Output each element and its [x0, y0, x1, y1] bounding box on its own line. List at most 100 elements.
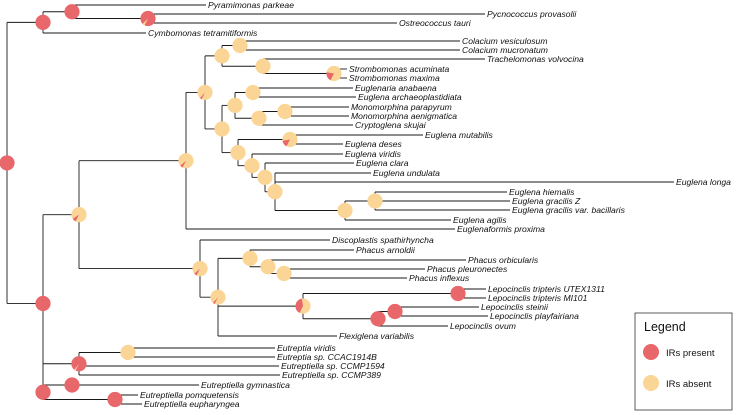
pie-base-phacus_b — [276, 265, 292, 282]
node-pie-root — [0, 155, 15, 171]
taxon-label-colv: Colacium vesiculosum — [462, 36, 548, 46]
node-pie-lepo_tripteris — [450, 285, 466, 302]
node-pie-eutreptiella_a — [35, 384, 51, 400]
pie-slice-strombomonas — [326, 72, 334, 81]
node-pie-colacium — [232, 37, 248, 54]
node-pie-eutreptia — [120, 344, 136, 361]
pie-base-eutreptiella_c — [107, 391, 123, 408]
node-pie-pyc_ost — [140, 10, 156, 27]
node-pie-mono_crypto — [251, 110, 267, 126]
taxon-label-emut: Euglena mutabilis — [425, 130, 494, 140]
pie-base-prasino_inner — [64, 4, 80, 20]
node-pie-phacaceae — [192, 260, 208, 277]
node-pie-phacus_lepo — [210, 289, 226, 305]
taxon-label-eagi: Euglena agilis — [453, 215, 507, 225]
node-pie-euglenaria — [245, 84, 261, 101]
taxon-label-parn: Phacus arnoldii — [356, 245, 416, 255]
node-pie-emut_node — [282, 131, 298, 148]
taxon-label-pyr: Pyramimonas parkeae — [208, 0, 294, 10]
taxon-label-ecla: Euglena clara — [356, 158, 409, 168]
taxon-label-disc: Discoplastis spathirhyncha — [332, 235, 434, 245]
pie-base-euglena_core2 — [257, 169, 273, 185]
taxon-label-ehie: Euglena hiemalis — [509, 187, 575, 197]
node-pie-euglena_core2 — [257, 169, 273, 185]
pie-base-trach_strom — [255, 58, 271, 74]
taxon-label-pple: Phacus pleuronectes — [427, 264, 508, 274]
node-pie-eu_a — [214, 48, 230, 64]
node-pie-euglenaceae — [197, 84, 213, 101]
pie-base-lepo_ovum — [370, 311, 386, 327]
node-pie-phacus_a — [260, 259, 276, 275]
pie-base-gracilis — [367, 193, 383, 209]
node-pie-euglena_core — [244, 158, 260, 174]
taxon-label-ltu: Lepocinclis tripteris UTEX1311 — [488, 284, 605, 294]
taxon-label-monp: Monomorphina parapyrum — [351, 102, 452, 112]
taxon-label-ellc3: Eutreptiella sp. CCMP389 — [282, 370, 381, 380]
taxon-label-edes: Euglena deses — [345, 139, 403, 149]
node-pie-prasino_outer — [35, 14, 51, 30]
taxon-label-elle: Eutreptiella eupharyngea — [144, 399, 240, 409]
pie-base-eu_a — [214, 48, 230, 64]
node-pie-monomorphina — [277, 103, 293, 120]
pie-base-phacus — [242, 250, 258, 266]
taxon-label-flex: Flexiglena variabilis — [339, 331, 415, 341]
taxon-label-egrb: Euglena gracilis var. bacillaris — [512, 205, 626, 215]
taxon-label-trac: Trachelomonas volvocina — [487, 54, 584, 64]
pie-base-prasino_outer — [35, 14, 51, 30]
taxon-label-egrz: Euglena gracilis Z — [512, 196, 581, 206]
node-pie-euglenaria_monomorphina — [227, 97, 243, 113]
taxon-label-eund: Euglena undulata — [373, 168, 440, 178]
legend-title: Legend — [644, 320, 686, 334]
taxon-label-ellg: Eutreptiella gymnastica — [201, 380, 290, 390]
pie-base-euglenids — [35, 295, 51, 312]
node-pie-euglena_group — [230, 144, 246, 161]
taxon-label-porb: Phacus orbicularis — [468, 255, 539, 265]
node-pie-euglenids — [35, 295, 51, 312]
node-pie-hiemalis_gracilis — [337, 202, 353, 219]
node-pie-prasino_inner — [64, 4, 80, 20]
node-pie-eutreptiales — [71, 356, 87, 372]
node-pie-core — [178, 153, 194, 169]
node-pie-trach_strom — [255, 58, 271, 74]
taxon-label-lpla: Lepocinclis playfairiana — [490, 311, 579, 321]
pie-base-euglena_gracilis_clade — [267, 184, 283, 200]
pie-slice-core — [180, 160, 186, 168]
pie-base-euglena_group — [230, 144, 246, 161]
pie-slice-emut_node — [282, 139, 290, 147]
pie-slice-phacus_lepo — [212, 297, 218, 304]
pie-slice-eutreptiales — [74, 363, 79, 371]
node-pie-lepo_ovum — [370, 311, 386, 327]
node-pie-euglenophyceae — [71, 207, 87, 223]
pie-base-euglena_core — [244, 158, 260, 174]
legend-swatch-absent — [643, 375, 659, 391]
taxon-label-ellc1: Eutreptiella sp. CCMP1594 — [281, 361, 385, 371]
pie-base-phacus_a — [260, 259, 276, 275]
node-pie-charts — [0, 4, 466, 408]
pie-slice-euglenaceae — [199, 92, 205, 100]
taxon-label-earc: Euglena archaeoplastidiata — [358, 92, 462, 102]
tree-branches — [0, 4, 674, 405]
taxon-label-evir: Euglena viridis — [345, 149, 402, 159]
taxon-label-cym: Cymbomonas tetramitiformis — [148, 28, 258, 38]
pie-slice-lepocinclis — [295, 298, 303, 313]
taxon-label-ltm: Lepocinclis tripteris MI101 — [488, 293, 588, 303]
node-pie-eutreptiella_b — [64, 377, 80, 393]
taxon-label-eptv: Eutreptia viridis — [277, 343, 336, 353]
node-pie-gracilis — [367, 193, 383, 209]
pie-base-eutreptia — [120, 344, 136, 361]
taxon-label-stra: Strombomonas acuminata — [349, 64, 450, 74]
pie-base-eutreptiella_b — [64, 377, 80, 393]
pie-base-eu_b — [214, 121, 230, 137]
pie-slice-pyc_ost — [142, 18, 148, 26]
taxon-label-pyc: Pycnococcus provasolii — [487, 9, 577, 19]
node-pie-eu_b — [214, 121, 230, 137]
legend-box — [634, 312, 733, 411]
taxon-label-crys: Cryptoglena skujai — [355, 120, 427, 130]
pie-base-hiemalis_gracilis — [337, 202, 353, 219]
taxon-label-elon: Euglena longa — [676, 177, 731, 187]
taxon-label-strm: Strombomonas maxima — [349, 73, 440, 83]
taxon-label-colm: Colacium mucronatum — [462, 45, 548, 55]
legend-label-present: IRs present — [666, 348, 715, 359]
